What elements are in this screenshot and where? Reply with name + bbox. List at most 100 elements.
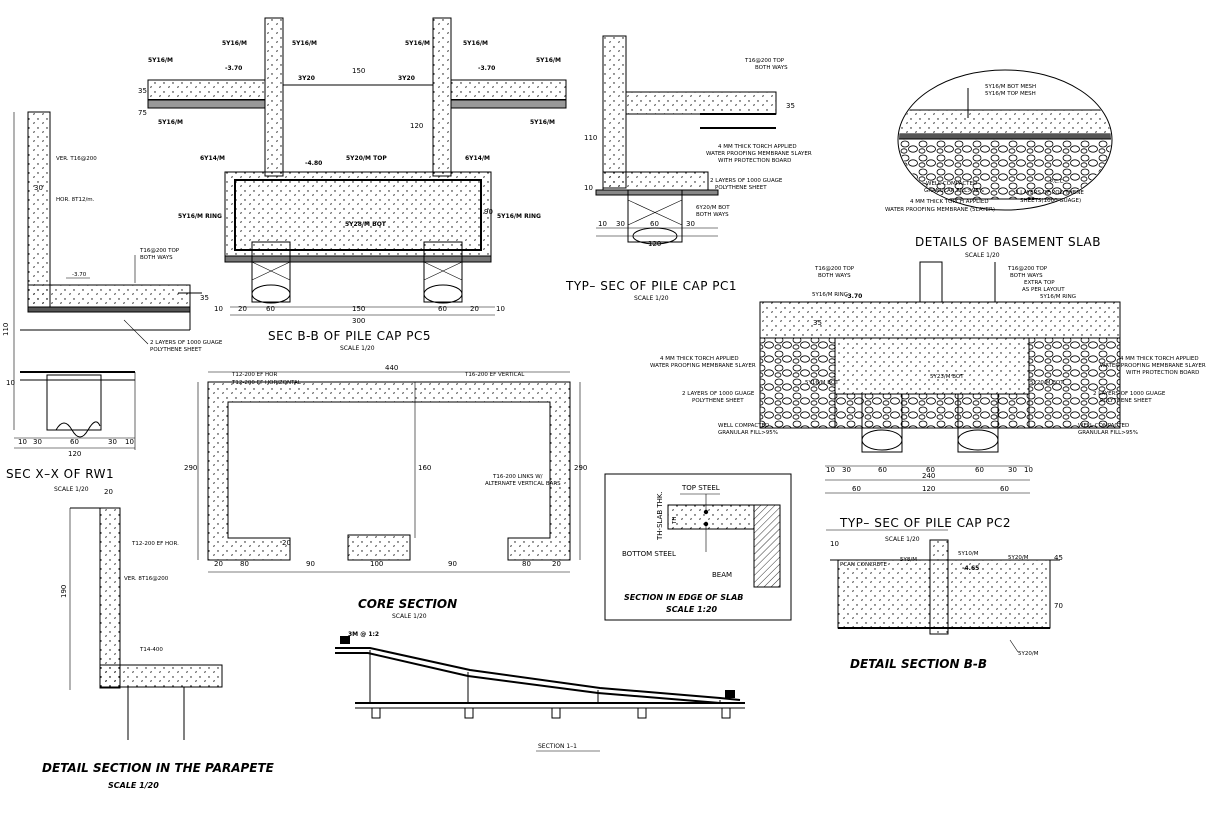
basement-section-label-23: WELL COMPACTED [1078,423,1129,429]
basement-section-label-9: 4 MM THICK TORCH APPLIED [660,356,739,362]
basement-detail-label-2: P.C.C [1050,179,1064,185]
rw1-dim-8: 10 [125,438,134,446]
pc1-dim-2: 10 [584,184,593,192]
core-dim-3: 290 [574,464,587,472]
core-dim-7: 100 [370,560,383,568]
core-label-2: T16-200 EF VERTICAL [464,372,525,378]
pc5-dim-10: 300 [352,317,365,325]
pc1-label-5: 2 LAYERS OF 1000 GUAGE [710,178,783,184]
core-title: CORE SECTION [358,597,457,611]
slab-edge-label-2: BEAM [712,571,732,579]
rw1-dim-7: 30 [108,438,117,446]
pc2-label-4: -4.65 [962,565,979,572]
pc5-label-14: 6Y14/M [465,155,490,162]
basement-detail-label-0: 5Y16/M BOT MESH [985,84,1036,90]
slab-edge-section: TOP STEEL BOTTOM STEEL BEAM TH-SLAB THK.… [604,473,792,621]
slab-edge-label-1: BOTTOM STEEL [622,550,676,558]
basement-detail-label-6: SHEETS(1000 GUAGE) [1020,198,1081,204]
parapet-dim-0: 20 [104,488,113,496]
pc2-dim-2: 10 [830,540,839,548]
parapet-section: T12-200 EF HOR. VER. 8T16@200 T14-400 20… [42,488,275,790]
basement-section-label-1: BOTH WAYS [818,273,851,279]
basement-section-label-16: 2 LAYERS OF 1000 GUAGE [1093,391,1166,397]
rw1-label-1: HOR. 8T12/m. [56,197,95,203]
pc1-dim-5: 60 [650,220,659,228]
pc5-scale: SCALE 1/20 [340,345,375,352]
parapet-title: DETAIL SECTION IN THE PARAPETE [42,761,275,775]
pc2-label-1: 5Y20/M [1008,555,1029,561]
pc1-dim-0: 35 [786,102,795,110]
rw1-label-3: BOTH WAYS [140,255,173,261]
basement-section-dim-9: 120 [922,485,935,493]
pc5-label-9: 3Y20 [398,75,415,82]
pc2-title: TYP– SEC OF PILE CAP PC2 [839,516,1011,530]
basement-section-dim-6: 10 [1024,466,1033,474]
basement-section-label-21: WELL COMPACTED [718,423,769,429]
rw1-label-4: -3.70 [72,272,87,278]
basement-detail-label-7: 4 MM THICK TORCH APPLIED [910,199,989,205]
pc5-label-0: 5Y16/M [222,40,247,47]
detail-bb-title: DETAIL SECTION B-B [850,657,987,671]
pc5-dim-12: 10 [496,305,505,313]
pc2-label-0: 5Y10/M [958,551,979,557]
basement-section-dim-2: 60 [878,466,887,474]
core-dim-5: 80 [240,560,249,568]
pc1-label-7: 6Y20/M BOT [696,205,730,211]
basement-section-label-4: EXTRA TOP [1024,280,1055,286]
rw1-dim-1: 35 [200,294,209,302]
core-dim-11: 20 [552,560,561,568]
rw1-label-6: POLYTHENE SHEET [150,347,202,353]
basement-detail-scale: SCALE 1/20 [965,252,1000,259]
core-label-1: T12-200 EF HORIZONTAL [231,380,302,386]
rw1-label-0: VER. T16@200 [56,156,97,162]
ramp-label-0: 3M @ 1:2 [348,631,379,638]
basement-section-label-24: GRANULAR FILL>95% [1078,430,1138,436]
slab-edge-label-3: TH-SLAB THK. [656,491,664,541]
basement-section-dim-4: 60 [975,466,984,474]
pc5-label-6: 5Y16/M [158,119,183,126]
basement-detail-label-5: 2 LAYERS OF POLYTHENE [1015,190,1084,196]
basement-section-dim-10: 60 [1000,485,1009,493]
pc5-label-3: 5Y16/M [463,40,488,47]
pc1-label-1: BOTH WAYS [755,65,788,71]
core-label-0: T12-200 EF HOR [231,372,277,378]
pc5-dim-8: 60 [438,305,447,313]
basement-section-dim-7: 240 [922,472,935,480]
pc5-dim-3: 120 [410,122,423,130]
basement-section-dim-11: 35 [813,319,822,327]
basement-section-label-2: T16@200 TOP [1007,266,1048,272]
basement-section-dim-0: 10 [826,466,835,474]
pc2-dim-0: 45 [1054,554,1063,562]
pc5-label-5: 5Y16/M [536,57,561,64]
core-dim-6: 90 [306,560,315,568]
pc1-label-0: T16@200 TOP [744,58,785,64]
pc5-label-4: 5Y16/M [148,57,173,64]
core-label-3: T16-200 LINKS W/ [492,474,543,480]
pc1-dim-3: 10 [598,220,607,228]
pc2-label-2: 5Y8/M [900,557,917,563]
pc5-dim-6: 60 [266,305,275,313]
basement-section-label-19: 5Y20/M BOT [1030,380,1064,386]
pc5-dim-5: 20 [238,305,247,313]
pc5-label-18: 5Y28/M BOT [345,221,387,228]
basement-detail-label-1: 5Y16/M TOP MESH [985,91,1036,97]
pc5-dim-2: 75 [138,109,147,117]
pc5-label-15: 5Y20/M TOP [346,155,387,162]
pc1-dim-1: 110 [584,134,597,142]
rw1-dim-0: 30 [34,184,43,192]
rw1-dim-3: 10 [6,379,15,387]
parapet-label-2: T14-400 [139,647,163,653]
parapet-label-1: VER. 8T16@200 [124,576,169,582]
pc1-title: TYP– SEC OF PILE CAP PC1 [565,279,737,293]
basement-section-label-7: -3.70 [845,293,862,300]
pc1-dim-4: 30 [616,220,625,228]
core-dim-8: 90 [448,560,457,568]
pc1-dim-6: 30 [686,220,695,228]
basement-section-label-11: 4 MM THICK TORCH APPLIED [1120,356,1199,362]
pc5-label-16: 5Y16/M RING [178,213,222,220]
basement-detail-label-4: GRANULAR FILL>95% [924,188,984,194]
pc2-label-3: PCAN CONCRETE [840,562,888,568]
rw1-title: SEC X–X OF RW1 [6,467,114,481]
core-dim-9: 80 [522,560,531,568]
